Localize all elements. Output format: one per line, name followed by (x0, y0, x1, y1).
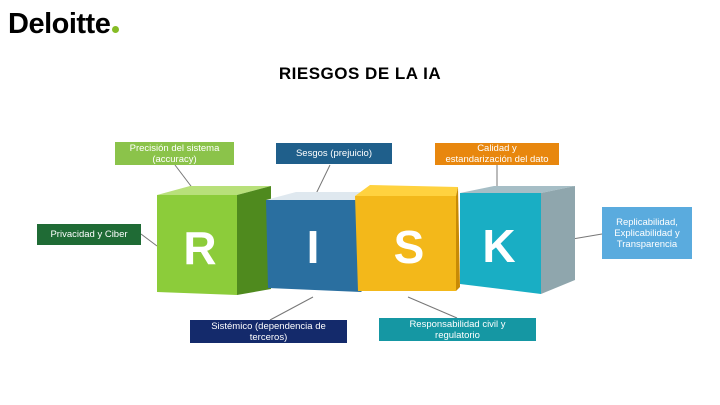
cube-s-side (456, 187, 460, 291)
label-sesgos-line1: Sesgos (prejuicio) (295, 148, 373, 159)
label-responsabilidad-line2: regulatorio (435, 329, 480, 341)
label-privacidad-line1: Privacidad y Ciber (50, 229, 128, 240)
cube-r-side (237, 186, 271, 295)
cube-k: K (460, 186, 575, 294)
label-sistemico-line2: terceros) (249, 331, 288, 343)
cube-r-front (157, 195, 237, 295)
cube-k-top (460, 186, 575, 193)
cube-r-top (157, 186, 271, 195)
label-sistemico-line1: Sistémico (dependencia de (211, 320, 326, 332)
slide-title: RIESGOS DE LA IA (278, 64, 442, 83)
label-privacidad: Privacidad y Ciber (37, 224, 141, 245)
cube-r: R (157, 186, 271, 295)
label-precision: Precisión del sistema(accuracy) (115, 142, 234, 165)
cube-i: I (266, 192, 366, 292)
cube-i-front (266, 200, 361, 292)
cube-s: S (355, 185, 460, 291)
deloitte-logo: Deloitte (8, 6, 120, 42)
connector-privacidad (140, 233, 158, 247)
label-calidad-line2: estandarización del dato (445, 154, 549, 165)
cube-k-letter: K (482, 220, 515, 272)
cube-i-top (266, 192, 362, 200)
cube-s-front (355, 196, 456, 291)
label-precision-line1: Precisión del sistema (129, 142, 220, 154)
cube-r-letter: R (183, 222, 216, 274)
connector-sistemico (269, 296, 314, 321)
cube-s-top (355, 185, 458, 196)
label-calidad-line1: Calidad y (477, 143, 517, 154)
cube-k-front (460, 193, 541, 294)
label-replicabilidad-line1: Replicabilidad, (616, 216, 678, 228)
label-precision-line2: (accuracy) (152, 153, 197, 165)
cube-k-side (541, 186, 575, 294)
logo-dot (112, 26, 120, 33)
label-replicabilidad-line3: Transparencia (616, 238, 678, 250)
label-responsabilidad-line1: Responsabilidad civil y (409, 318, 506, 330)
cube-s-letter: S (394, 221, 425, 273)
label-replicabilidad-line2: Explicabilidad y (614, 227, 680, 239)
label-sesgos: Sesgos (prejuicio) (276, 143, 392, 164)
cube-i-letter: I (307, 221, 320, 273)
connector-responsabilidad (407, 296, 458, 319)
logo-text: Deloitte (8, 8, 111, 40)
